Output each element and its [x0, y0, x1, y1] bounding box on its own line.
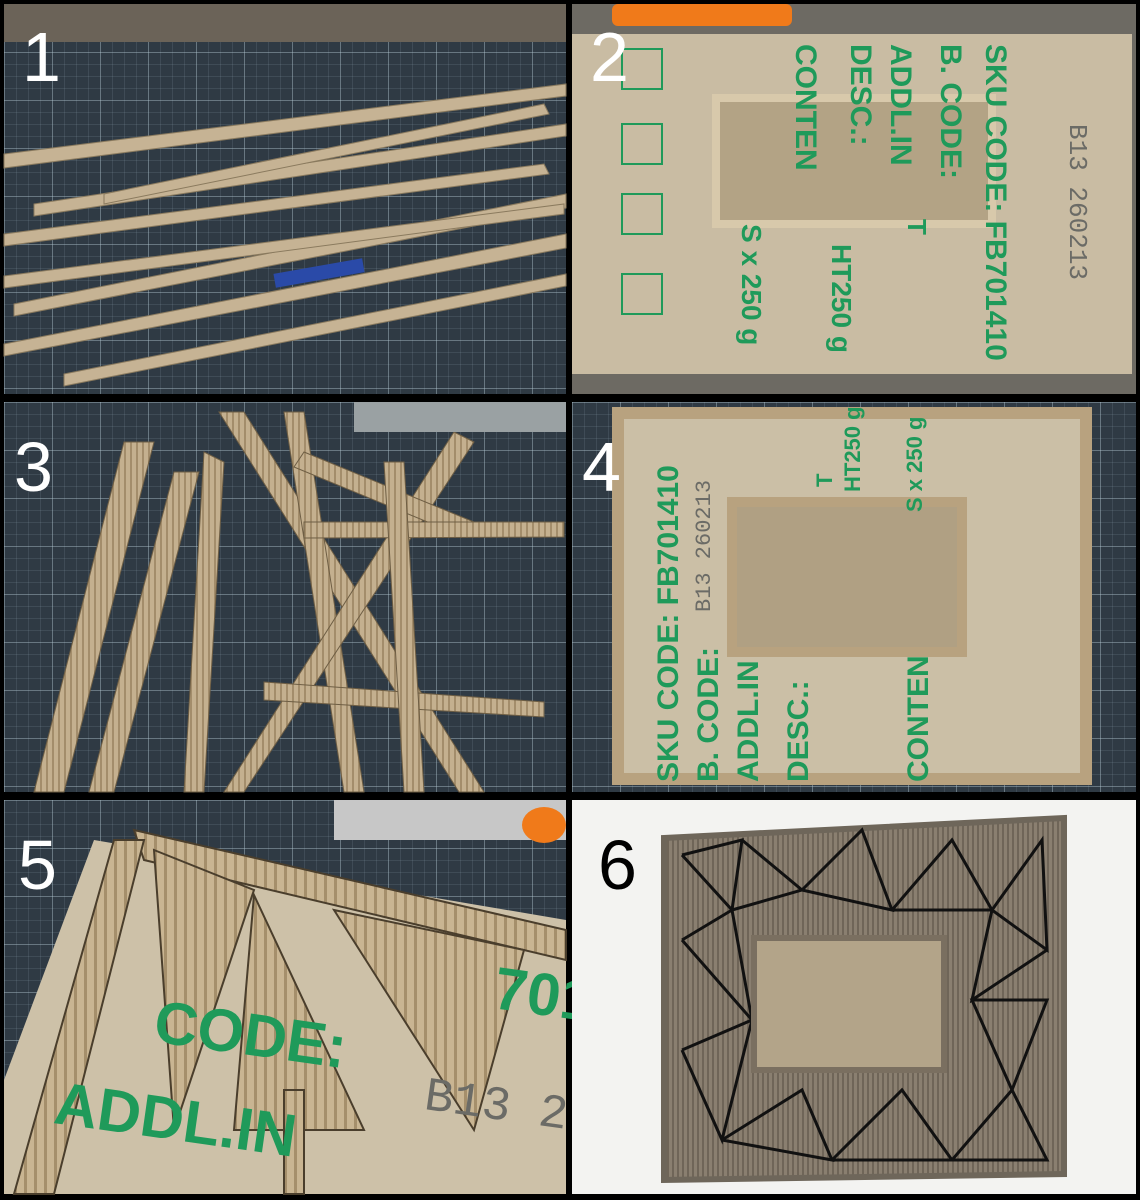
print-sku-4: SKU CODE: FB701410 — [652, 465, 685, 782]
print-batch: B13 260213 — [1062, 124, 1092, 281]
print-ht: HT250 g — [826, 244, 857, 353]
finished-mosaic-frame — [661, 814, 1067, 1184]
step-number-3: 3 — [14, 428, 53, 506]
step-number-2: 2 — [590, 18, 629, 96]
print-content-4: CONTEN — [902, 655, 935, 782]
print-sku: SKU CODE: FB701410 — [979, 44, 1012, 361]
cardboard-strips — [3, 4, 567, 387]
print-content: CONTEN — [789, 44, 822, 171]
print-t: T — [902, 219, 932, 235]
step-number-1: 1 — [22, 18, 61, 96]
print-desc: DESC.: — [844, 44, 877, 146]
step-number-5: 5 — [18, 826, 57, 904]
print-batch-4: B13 260213 — [692, 479, 717, 612]
print-ht-4: HT250 g — [840, 406, 865, 492]
print-desc-4: DESC.: — [782, 680, 815, 782]
print-weight-4: S x 250 g — [902, 416, 927, 512]
scissors-icon — [612, 4, 792, 26]
print-bcode-4: B. CODE: — [692, 647, 725, 782]
step-number-6: 6 — [598, 826, 637, 904]
step-number-4: 4 — [582, 428, 621, 506]
panel-3-corrugated-strips: 3 — [4, 402, 566, 793]
print-weight: S x 250 g — [736, 224, 767, 346]
print-addl-4: ADDL.IN — [732, 660, 765, 782]
panel-2-frame-base: SKU CODE: FB701410 B. CODE: ADDL.IN DESC… — [572, 4, 1136, 394]
panel-1-strips: 1 — [3, 4, 567, 394]
handling-icons — [621, 48, 663, 315]
print-addl: ADDL.IN — [884, 44, 917, 166]
panel-4-bordered-frame: SKU CODE: FB701410 B. CODE: ADDL.IN DESC… — [572, 402, 1136, 792]
panel-5-triangle-closeup: CODE: ADDL.IN 701 B13 2 5 — [4, 800, 598, 1195]
window-opening — [712, 94, 996, 228]
inner-window — [727, 497, 967, 657]
closeup-board — [4, 800, 567, 1195]
print-bcode: B. CODE: — [934, 44, 967, 179]
print-t-4: T — [812, 473, 837, 487]
corrugated-pile — [33, 402, 566, 793]
panel-6-finished-frame: 6 — [572, 800, 1136, 1194]
